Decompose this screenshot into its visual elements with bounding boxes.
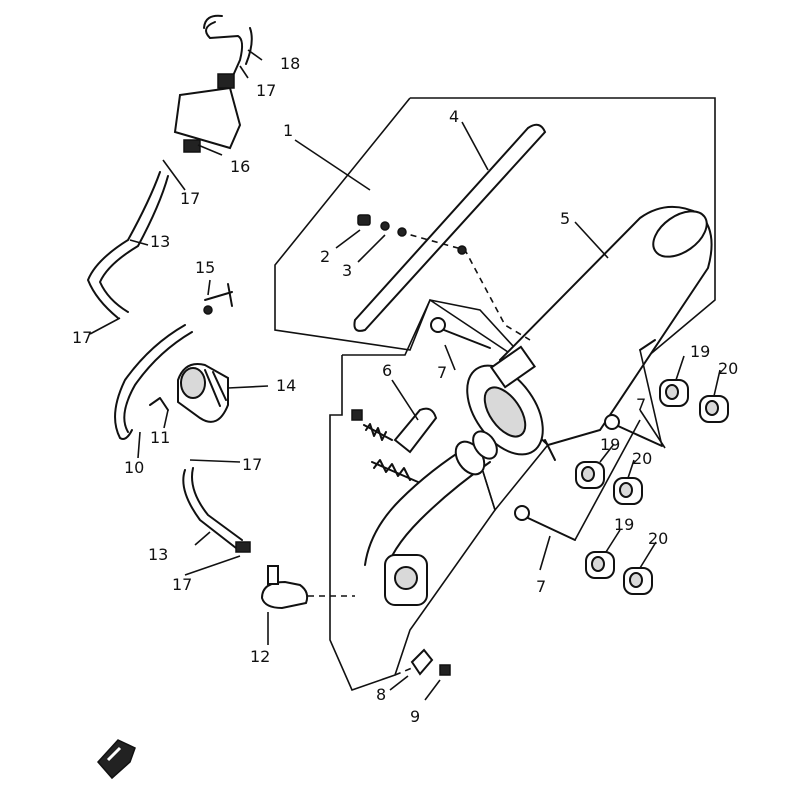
callout-18: 18 (280, 54, 300, 73)
assembly-outline-lower (329, 298, 537, 691)
callout-labels: 1 2 3 4 5 6 7 7 7 8 9 10 11 12 13 13 14 … (72, 54, 738, 726)
callout-13-upper: 13 (150, 232, 170, 251)
callout-8: 8 (376, 685, 386, 704)
part-air-hose-13-lower (182, 467, 251, 553)
part-bracket-and-bolt (394, 648, 451, 676)
callout-13-lower: 13 (148, 545, 168, 564)
callout-1: 1 (283, 121, 293, 140)
part-damper-set (575, 379, 729, 595)
callout-15: 15 (195, 258, 215, 277)
callout-19-lower: 19 (614, 515, 634, 534)
callout-17-top: 17 (256, 81, 276, 100)
callout-5: 5 (560, 209, 570, 228)
callout-4: 4 (449, 107, 459, 126)
part-exhaust-pipe (364, 430, 498, 606)
callout-17-left: 17 (72, 328, 92, 347)
part-screw (357, 214, 467, 255)
callout-17-bottom: 17 (172, 575, 192, 594)
part-air-filter (173, 73, 242, 153)
callout-16: 16 (230, 157, 250, 176)
callout-7-middle: 7 (636, 395, 646, 414)
leader-lines (89, 49, 721, 701)
callout-3: 3 (342, 261, 352, 280)
callout-17-filter: 17 (180, 189, 200, 208)
part-air-hose-upper (203, 14, 253, 79)
part-bolt-middle (604, 414, 663, 447)
part-baffle-rod (353, 123, 547, 332)
part-muffler (498, 205, 713, 461)
callout-19-middle: 19 (600, 435, 620, 454)
part-joint-pipe (351, 407, 438, 483)
callout-2: 2 (320, 247, 330, 266)
part-tee-fitting (203, 283, 233, 315)
callout-7-upper: 7 (437, 363, 447, 382)
callout-19-top: 19 (690, 342, 710, 361)
part-air-hose-13-upper (87, 171, 169, 319)
part-clamp-11 (149, 397, 169, 411)
callout-20-middle: 20 (632, 449, 652, 468)
callout-20-lower: 20 (648, 529, 668, 548)
callout-7-lower: 7 (536, 577, 546, 596)
callout-10: 10 (124, 458, 144, 477)
callout-6: 6 (382, 361, 392, 380)
callout-9: 9 (410, 707, 420, 726)
part-sensor (260, 565, 355, 610)
part-bolt-lower (514, 505, 576, 541)
callout-12: 12 (250, 647, 270, 666)
callout-20-top: 20 (718, 359, 738, 378)
part-air-hose-10 (114, 324, 193, 440)
callout-17-valve: 17 (242, 455, 262, 474)
callout-11: 11 (150, 428, 170, 447)
part-gasket-line (399, 231, 531, 341)
front-direction-arrow-icon (96, 739, 136, 780)
part-reed-valve (177, 363, 229, 423)
callout-14: 14 (276, 376, 296, 395)
part-bolt-upper (430, 317, 491, 349)
